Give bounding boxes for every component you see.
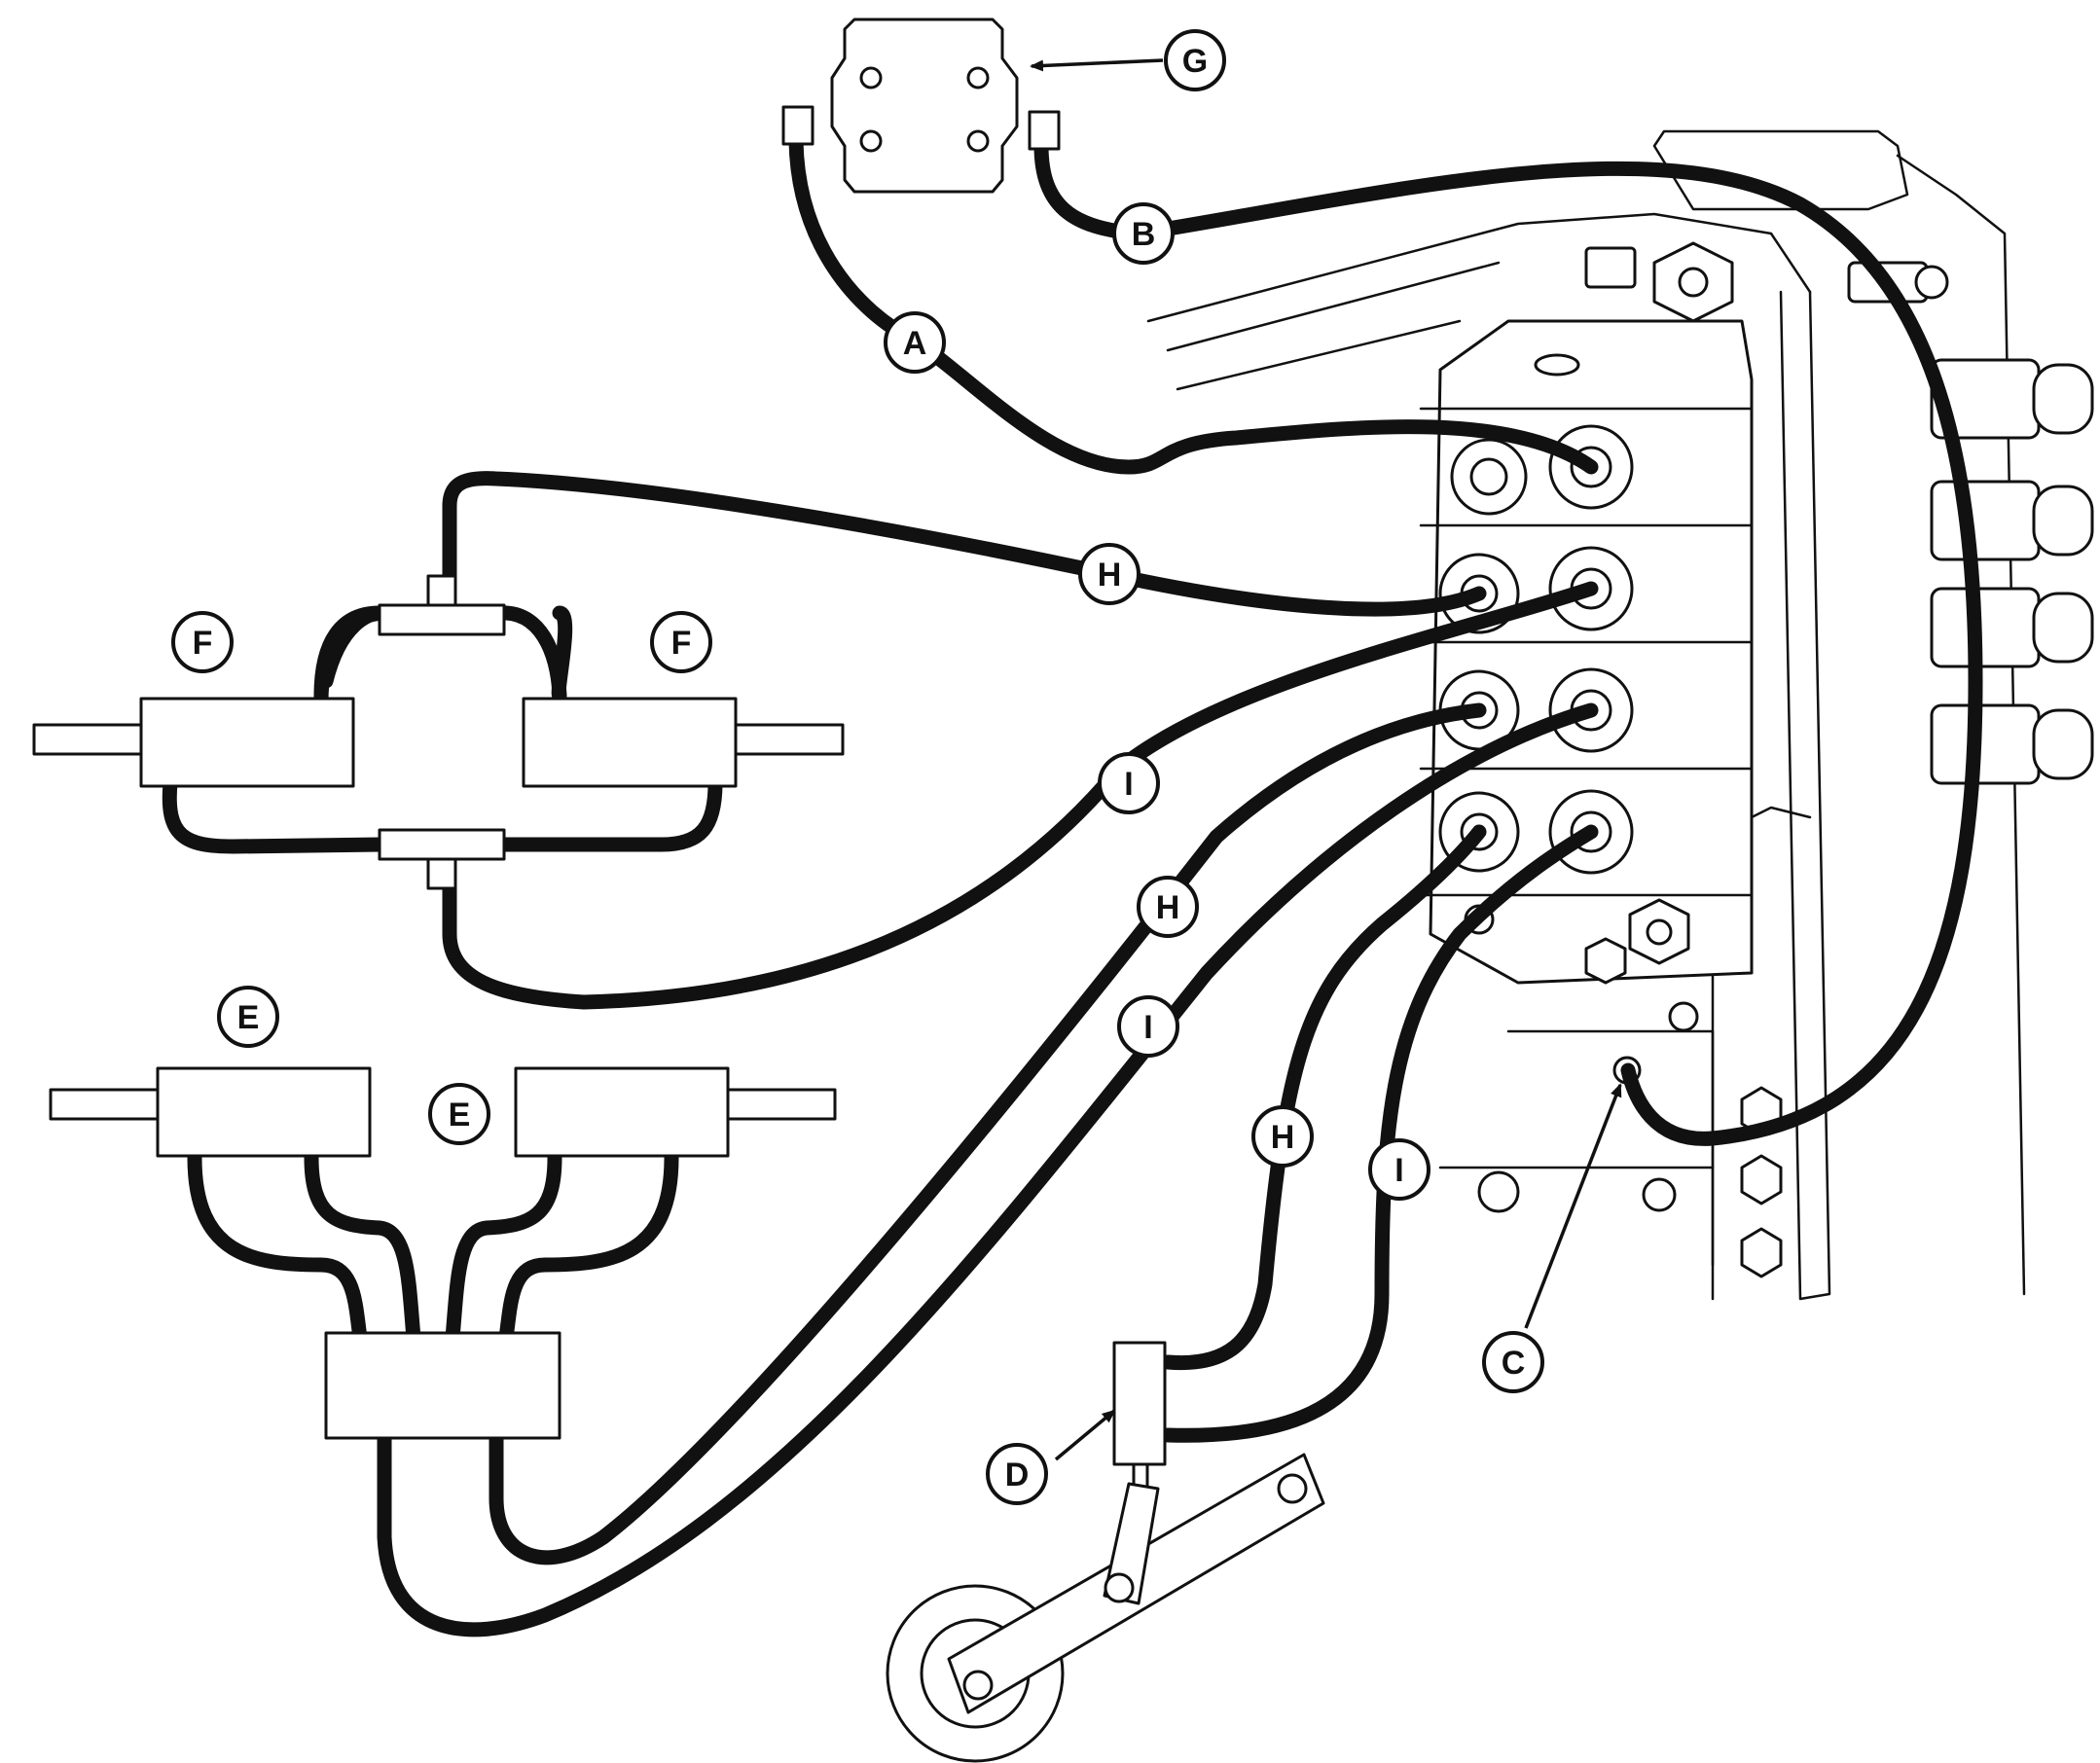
callout-h-lower-label: H	[1271, 1119, 1295, 1156]
callout-d: D	[986, 1443, 1048, 1505]
valve-top-fittings	[1534, 241, 1949, 377]
component-g-block	[781, 18, 1061, 194]
callout-f-left: F	[171, 611, 234, 673]
callout-i-middle: I	[1117, 995, 1179, 1058]
hose-i-lower	[1160, 824, 1599, 1443]
e-manifold-block	[324, 1331, 561, 1440]
callout-c: C	[1482, 1331, 1544, 1393]
component-f-cylinders	[32, 574, 845, 890]
hydraulic-hoses	[162, 133, 1983, 1637]
callout-f-left-label: F	[193, 625, 213, 662]
leader-lines	[1030, 58, 1622, 1461]
callout-a: A	[884, 311, 946, 374]
callout-e-left: E	[217, 986, 279, 1048]
callout-f-right: F	[650, 611, 712, 673]
callout-g: G	[1164, 29, 1226, 91]
component-e-cylinders	[49, 1066, 837, 1440]
hose-a	[788, 133, 1599, 475]
callout-i-middle-label: I	[1143, 1009, 1152, 1046]
solenoid-valves	[1930, 358, 2094, 785]
callout-h-upper-label: H	[1098, 557, 1122, 594]
callout-i-lower-label: I	[1394, 1152, 1403, 1189]
callout-e-right-label: E	[449, 1097, 471, 1133]
callout-f-right-label: F	[671, 625, 692, 662]
callout-e-right: E	[428, 1083, 490, 1145]
callout-i-upper: I	[1098, 752, 1160, 814]
callout-d-label: D	[1005, 1457, 1030, 1493]
hose-i-middle	[377, 702, 1599, 1637]
callout-h-middle-label: H	[1156, 889, 1180, 926]
callout-b-label: B	[1132, 216, 1156, 253]
callout-h-middle: H	[1137, 876, 1199, 938]
hose-i-upper	[442, 581, 1599, 1010]
callout-i-lower: I	[1368, 1138, 1430, 1201]
callout-h-lower: H	[1251, 1105, 1314, 1168]
callout-c-label: C	[1502, 1345, 1526, 1382]
component-d-linkage	[886, 1341, 1325, 1763]
callout-b: B	[1112, 202, 1175, 265]
callout-g-label: G	[1182, 43, 1208, 80]
callout-e-left-label: E	[237, 999, 260, 1036]
valve-port-row-1	[1450, 424, 1634, 516]
callout-a-label: A	[903, 325, 927, 362]
hose-h-upper	[442, 471, 1487, 617]
callout-i-upper-label: I	[1124, 766, 1133, 803]
hose-h-middle	[489, 702, 1487, 1565]
hose-b	[1033, 138, 1983, 1146]
hose-h-lower	[1160, 824, 1487, 1371]
callout-h-upper: H	[1078, 543, 1141, 605]
valve-lower-fittings	[1438, 898, 1783, 1278]
